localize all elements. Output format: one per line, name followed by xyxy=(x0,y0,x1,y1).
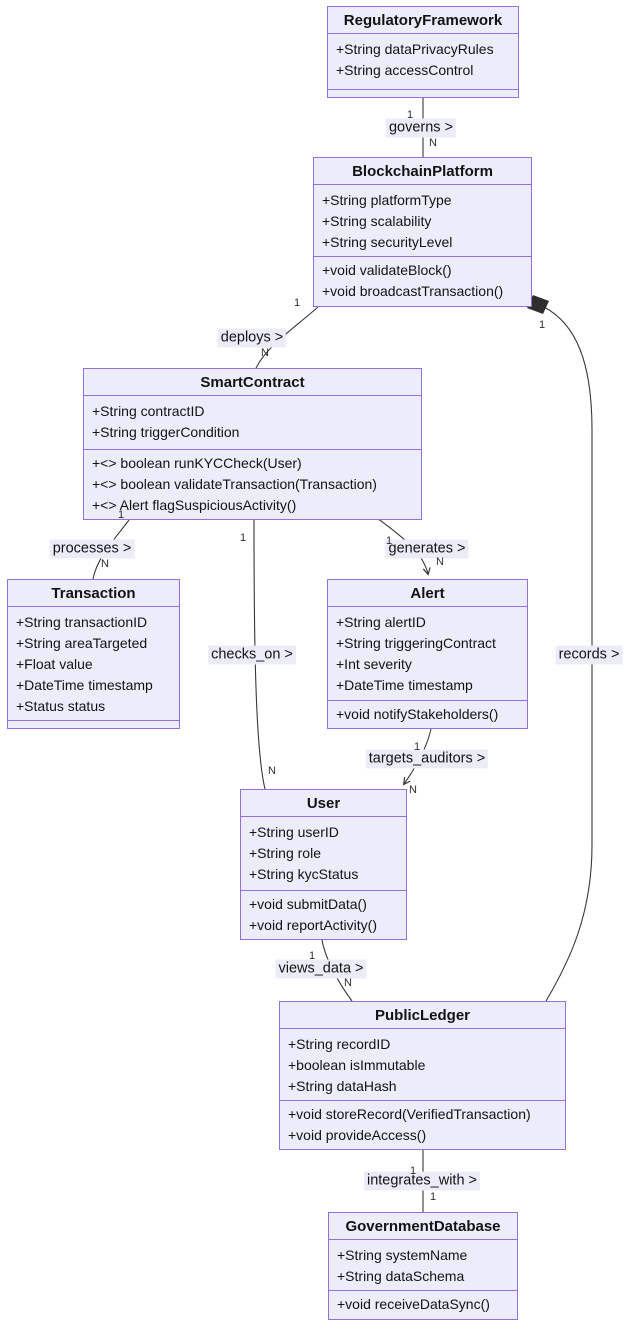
method-row: +void receiveDataSync() xyxy=(337,1296,490,1312)
method-row: +void provideAccess() xyxy=(288,1127,427,1143)
multiplicity-targets_auditors-to_mult: N xyxy=(409,784,417,796)
method-row: +void reportActivity() xyxy=(249,917,377,933)
multiplicity-governs-to_mult: N xyxy=(429,137,437,149)
attribute-row: +String accessControl xyxy=(336,62,474,78)
multiplicity-processes-to_mult: N xyxy=(101,558,109,570)
method-row: +void notifyStakeholders() xyxy=(336,706,499,722)
edge-records xyxy=(543,306,593,1002)
methods-compartment: +void storeRecord(VerifiedTransaction) +v… xyxy=(280,1100,565,1149)
attribute-row: +String alertID xyxy=(336,614,426,630)
multiplicity-checks_on-from_mult: 1 xyxy=(239,532,247,544)
class-node-transaction: Transaction+String transactionID+String … xyxy=(7,579,180,729)
class-node-government_database: GovernmentDatabase+String systemName+Str… xyxy=(328,1212,518,1320)
attribute-row: +DateTime timestamp xyxy=(336,677,473,693)
multiplicity-processes-from_mult: 1 xyxy=(117,509,125,521)
attribute-row: +String contractID xyxy=(92,403,205,419)
multiplicity-views_data-from_mult: 1 xyxy=(308,950,316,962)
multiplicity-governs-from_mult: 1 xyxy=(406,109,414,121)
attributes-compartment: +String userID +String role +String kycSta… xyxy=(241,817,406,890)
methods-compartment xyxy=(8,720,179,728)
multiplicity-views_data-to_mult: N xyxy=(344,977,352,989)
attributes-compartment: +String contractID +String triggerConditi… xyxy=(84,396,421,449)
methods-compartment: +void notifyStakeholders() xyxy=(328,700,527,728)
class-node-user: User +String userID +String role +String ky… xyxy=(240,789,407,940)
relationship-label-deploys: deploys > xyxy=(217,328,287,348)
attribute-row: +String kycStatus xyxy=(249,866,359,882)
multiplicity-generates-from_mult: 1 xyxy=(385,535,393,547)
attribute-row: +String transactionID xyxy=(16,614,148,630)
attributes-compartment: +String recordID +boolean isImmutable +Str… xyxy=(280,1029,565,1100)
method-row: +void storeRecord(VerifiedTransaction) xyxy=(288,1106,531,1122)
relationship-label-processes: processes > xyxy=(49,539,135,559)
class-node-alert: Alert +String alertID +String triggeringCo… xyxy=(327,579,528,729)
multiplicity-checks_on-to_mult: N xyxy=(268,765,276,777)
class-title: GovernmentDatabase xyxy=(329,1213,517,1240)
attribute-row: +Int severity xyxy=(336,656,412,672)
attribute-row: +String dataSchema xyxy=(337,1268,465,1284)
method-row: +<> boolean runKYCCheck(User) xyxy=(92,455,302,471)
relationship-label-views_data: views_data > xyxy=(275,959,367,979)
attribute-row: +Float value xyxy=(16,656,93,672)
attribute-row: +String triggerCondition xyxy=(92,424,240,440)
relationship-label-records: records > xyxy=(555,645,623,665)
methods-compartment: +void validateBlock() +void broadcastTran… xyxy=(314,256,531,306)
attribute-row: +String systemName xyxy=(337,1247,468,1263)
class-title: PublicLedger xyxy=(280,1002,565,1029)
methods-compartment: +<> boolean runKYCCheck(User) +<> boolean… xyxy=(84,449,421,519)
attribute-row: +DateTime timestamp xyxy=(16,677,153,693)
attributes-compartment: +String alertID +String triggeringContrac… xyxy=(328,607,527,700)
methods-compartment xyxy=(328,89,518,97)
class-title: BlockchainPlatform xyxy=(314,158,531,185)
attributes-compartment: +String transactionID +String areaTargete… xyxy=(8,607,179,720)
multiplicity-deploys-to_mult: N xyxy=(261,347,269,359)
attributes-compartment: +String platformType +String scalability +… xyxy=(314,185,531,256)
relationship-label-checks_on: checks_on > xyxy=(208,645,296,665)
method-row: +void broadcastTransaction() xyxy=(322,283,504,299)
multiplicity-targets_auditors-from_mult: 1 xyxy=(413,741,421,753)
multiplicity-generates-to_mult: N xyxy=(436,556,444,568)
class-title: RegulatoryFramework xyxy=(328,7,518,34)
relationship-label-governs: governs > xyxy=(385,118,457,138)
composition-diamond-icon xyxy=(527,295,549,314)
multiplicity-integrates_with-to_mult: 1 xyxy=(429,1191,437,1203)
class-title: Alert xyxy=(328,580,527,607)
methods-compartment: +void receiveDataSync() xyxy=(329,1290,517,1319)
class-node-public_ledger: PublicLedger +String recordID +boolean isI… xyxy=(279,1001,566,1150)
relationship-label-targets_auditors: targets_auditors > xyxy=(365,749,489,769)
method-row: +<> boolean validateTransaction(Transact… xyxy=(92,476,377,492)
attribute-row: +String userID xyxy=(249,824,339,840)
multiplicity-records-from_mult: 1 xyxy=(538,319,546,331)
edge-checks_on xyxy=(253,519,266,790)
class-title: User xyxy=(241,790,406,817)
method-row: +void submitData() xyxy=(249,896,367,912)
class-node-blockchain_platform: BlockchainPlatform+String platformType+S… xyxy=(313,157,532,307)
relationship-label-generates: generates > xyxy=(385,539,469,559)
attribute-row: +String dataHash xyxy=(288,1078,397,1094)
relationship-label-integrates_with: integrates_with > xyxy=(363,1171,481,1191)
attribute-row: +String scalability xyxy=(322,213,432,229)
attribute-row: +String triggeringContract xyxy=(336,635,496,651)
attribute-row: +String platformType xyxy=(322,192,452,208)
class-node-regulatory_framework: RegulatoryFramework+String dataPrivacyRu… xyxy=(327,6,519,98)
methods-compartment: +void submitData() +void reportActivity() xyxy=(241,890,406,939)
method-row: +void validateBlock() xyxy=(322,262,452,278)
attribute-row: +String dataPrivacyRules xyxy=(336,41,494,57)
attributes-compartment: +String dataPrivacyRules +String accessCo… xyxy=(328,34,518,89)
multiplicity-integrates_with-from_mult: 1 xyxy=(409,1165,417,1177)
multiplicity-deploys-from_mult: 1 xyxy=(293,297,301,309)
class-title: Transaction xyxy=(8,580,179,607)
attribute-row: +boolean isImmutable xyxy=(288,1057,426,1073)
attributes-compartment: +String systemName +String dataSchema xyxy=(329,1240,517,1290)
attribute-row: +String securityLevel xyxy=(322,234,453,250)
attribute-row: +String role xyxy=(249,845,321,861)
method-row: +<> Alert flagSuspiciousActivity() xyxy=(92,497,297,513)
attribute-row: +Status status xyxy=(16,698,106,714)
class-node-smart_contract: SmartContract +String contractID +String t… xyxy=(83,368,422,520)
class-title: SmartContract xyxy=(84,369,421,396)
attribute-row: +String recordID xyxy=(288,1036,391,1052)
attribute-row: +String areaTargeted xyxy=(16,635,148,651)
